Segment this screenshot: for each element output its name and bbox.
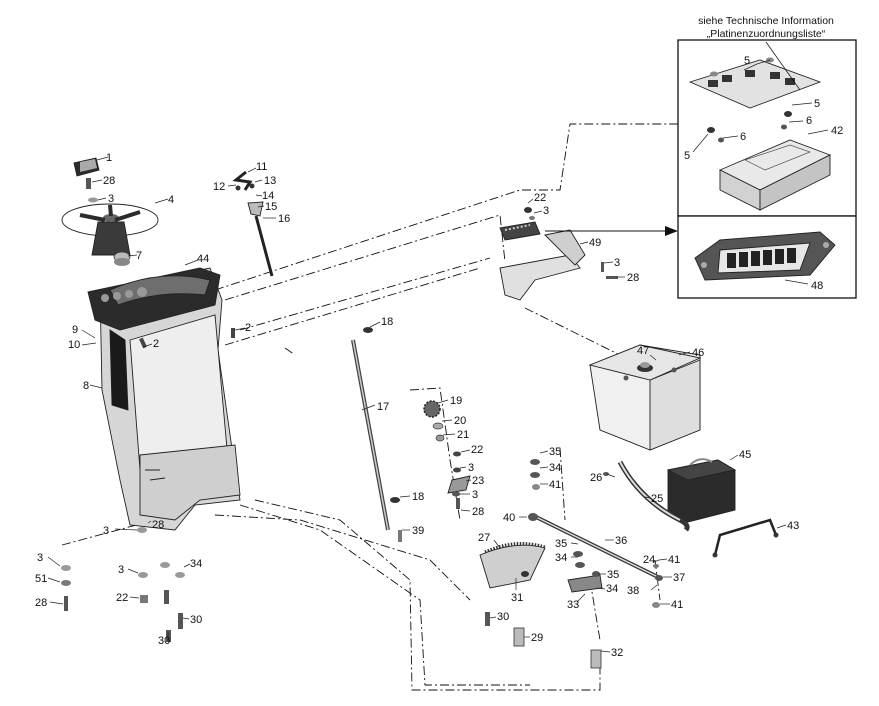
part-label-38: 38 <box>627 585 639 597</box>
bushing-part <box>513 627 525 647</box>
battery <box>666 458 737 523</box>
screw-part <box>231 328 235 338</box>
part-label-22: 22 <box>471 444 483 456</box>
bolt-part <box>86 178 91 189</box>
part-label-1: 1 <box>106 152 112 164</box>
strap-part <box>713 518 778 556</box>
part-label-3: 3 <box>472 489 478 501</box>
part-label-28: 28 <box>35 597 47 609</box>
part-label-18: 18 <box>412 491 424 503</box>
part-label-28: 28 <box>152 519 164 531</box>
part-label-13: 13 <box>264 175 276 187</box>
part-label-6: 6 <box>740 131 746 143</box>
part-label-3: 3 <box>468 462 474 474</box>
part-label-8: 8 <box>83 380 89 392</box>
part-label-44: 44 <box>197 253 209 265</box>
part-labels: 1 28 3 4 7 44 9 10 2 8 2 11 12 13 14 15 … <box>35 55 843 659</box>
part-label-24: 24 <box>643 554 655 566</box>
part-label-46: 46 <box>692 347 704 359</box>
part-label-3: 3 <box>118 564 124 576</box>
console-housing <box>87 267 241 531</box>
part-label-41: 41 <box>671 599 683 611</box>
part-label-14: 14 <box>262 190 274 202</box>
part-label-21: 21 <box>457 429 469 441</box>
part-label-37: 37 <box>673 572 685 584</box>
part-label-30: 30 <box>190 614 202 626</box>
part-label-31: 31 <box>511 592 523 604</box>
part-label-39: 39 <box>412 525 424 537</box>
part-label-41: 41 <box>549 479 561 491</box>
part-label-43: 43 <box>787 520 799 532</box>
gear-stack <box>423 400 471 509</box>
part-label-6: 6 <box>806 115 812 127</box>
part-label-40: 40 <box>503 512 515 524</box>
part-label-41: 41 <box>668 554 680 566</box>
part-label-30: 30 <box>158 635 170 647</box>
callout-note-line2: „Platinenzuordnungsliste“ <box>707 28 826 40</box>
part-label-3: 3 <box>108 193 114 205</box>
part-label-9: 9 <box>72 324 78 336</box>
part-label-12: 12 <box>213 181 225 193</box>
part-label-11: 11 <box>256 161 267 173</box>
part-label-17: 17 <box>377 401 389 413</box>
throttle-lever <box>232 170 274 277</box>
leader-lines <box>47 59 829 653</box>
part-label-28: 28 <box>472 506 484 518</box>
part-label-29: 29 <box>531 632 543 644</box>
assembly-lines <box>61 123 680 691</box>
bracket-part <box>499 221 586 301</box>
part-label-19: 19 <box>450 395 462 407</box>
part-label-18: 18 <box>381 316 393 328</box>
steering-wheel <box>61 203 159 256</box>
part-label-47: 47 <box>637 345 649 357</box>
callout-note-line1: siehe Technische Information <box>698 15 834 27</box>
part-label-28: 28 <box>627 272 639 284</box>
part-label-34: 34 <box>190 558 202 570</box>
part-label-34: 34 <box>606 583 618 595</box>
part-label-26: 26 <box>590 472 602 484</box>
part-label-23: 23 <box>472 475 484 487</box>
part-label-22: 22 <box>116 592 128 604</box>
part-label-35: 35 <box>607 569 619 581</box>
part-label-45: 45 <box>739 449 751 461</box>
part-label-36: 36 <box>615 535 627 547</box>
part-label-34: 34 <box>555 552 567 564</box>
part-label-48: 48 <box>811 280 823 292</box>
part-label-49: 49 <box>589 237 601 249</box>
part-label-28: 28 <box>103 175 115 187</box>
part-label-10: 10 <box>68 339 80 351</box>
part-label-35: 35 <box>549 446 561 458</box>
part-label-7: 7 <box>136 250 142 262</box>
part-label-35: 35 <box>555 538 567 550</box>
part-label-20: 20 <box>454 415 466 427</box>
part-label-27: 27 <box>478 532 490 544</box>
sector-linkage <box>479 459 663 608</box>
part-label-16: 16 <box>278 213 290 225</box>
part-label-51: 51 <box>35 573 47 585</box>
part-label-25: 25 <box>651 493 663 505</box>
part-label-5: 5 <box>744 55 750 67</box>
part-label-3: 3 <box>103 525 109 537</box>
part-label-32: 32 <box>611 647 623 659</box>
part-label-15: 15 <box>265 201 277 213</box>
part-label-4: 4 <box>168 194 174 206</box>
part-label-42: 42 <box>831 125 843 137</box>
part-label-5: 5 <box>684 150 690 162</box>
part-label-33: 33 <box>567 599 579 611</box>
part-label-30: 30 <box>497 611 509 623</box>
part-label-3: 3 <box>543 205 549 217</box>
part-label-2: 2 <box>153 338 159 350</box>
fuel-tank <box>588 344 702 451</box>
part-label-5: 5 <box>814 98 820 110</box>
part-label-34: 34 <box>549 462 561 474</box>
part-label-3: 3 <box>614 257 620 269</box>
part-label-3: 3 <box>37 552 43 564</box>
control-board-callout <box>545 39 857 299</box>
part-label-22: 22 <box>534 192 546 204</box>
part-label-2: 2 <box>245 322 251 334</box>
